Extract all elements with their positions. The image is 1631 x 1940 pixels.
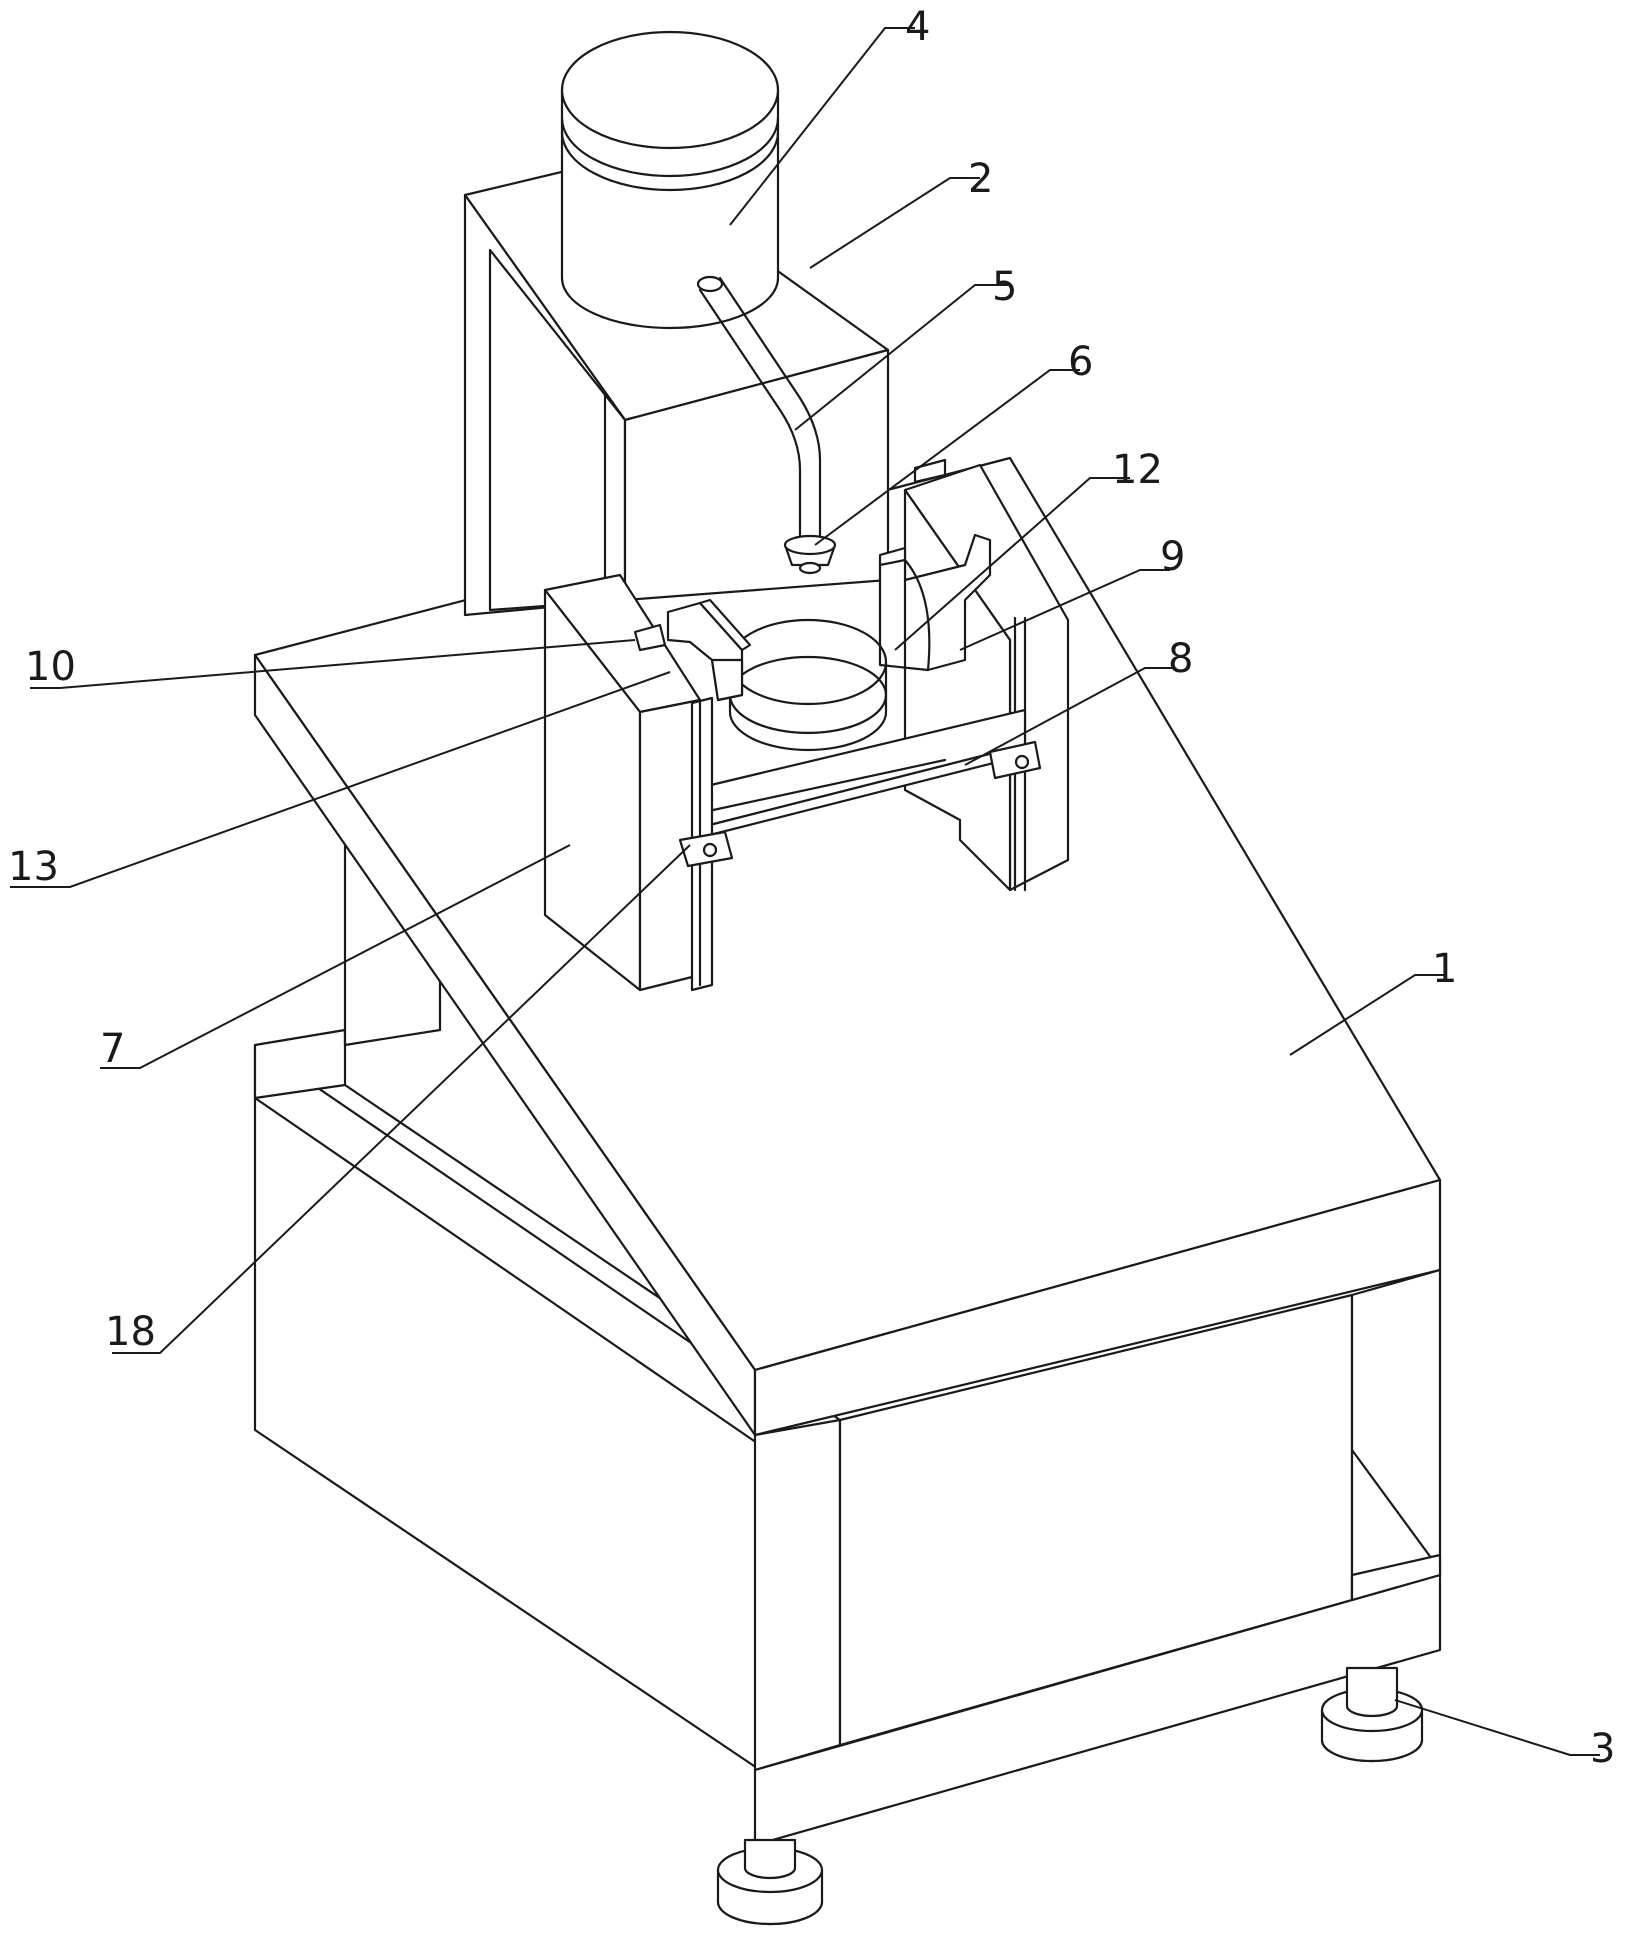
label-13: 13 (8, 844, 59, 890)
label-12: 12 (1112, 447, 1163, 493)
label-10: 10 (25, 644, 76, 690)
label-7: 7 (100, 1026, 125, 1072)
label-6: 6 (1068, 339, 1093, 385)
label-4: 4 (905, 4, 930, 50)
label-8: 8 (1168, 636, 1193, 682)
right-foot (1322, 1668, 1422, 1761)
label-1: 1 (1432, 946, 1457, 992)
front-foot (718, 1840, 822, 1924)
label-9: 9 (1160, 534, 1185, 580)
label-5: 5 (992, 264, 1017, 310)
label-18: 18 (105, 1309, 156, 1355)
label-3: 3 (1590, 1726, 1615, 1772)
motor-cylinder (562, 32, 778, 328)
label-2: 2 (968, 156, 993, 202)
